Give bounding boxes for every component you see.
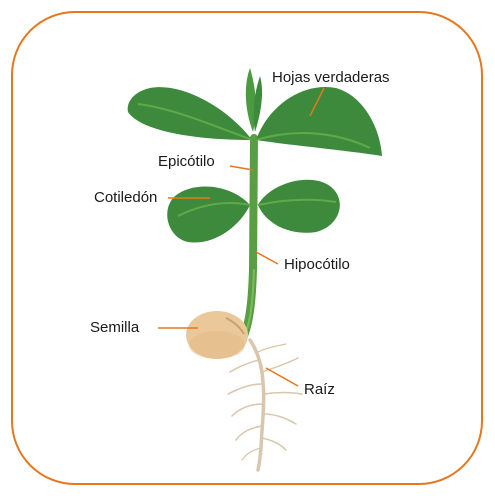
label-raiz: Raíz <box>304 382 335 397</box>
terminal-bud <box>246 68 262 132</box>
stem <box>244 138 254 336</box>
label-semilla: Semilla <box>90 320 139 335</box>
true-leaf-left <box>128 87 252 140</box>
label-hipocotilo: Hipocótilo <box>284 257 350 272</box>
leader-raiz <box>266 368 298 386</box>
leader-epicotilo <box>230 166 253 170</box>
seed <box>186 311 248 359</box>
cotyledon-right <box>258 180 340 233</box>
label-hojas-verdaderas: Hojas verdaderas <box>272 70 390 85</box>
cotyledon-left <box>167 186 250 242</box>
label-cotiledon: Cotiledón <box>94 190 157 205</box>
label-epicotilo: Epicótilo <box>158 154 215 169</box>
roots <box>228 340 302 470</box>
leader-hipocotilo <box>256 252 278 264</box>
